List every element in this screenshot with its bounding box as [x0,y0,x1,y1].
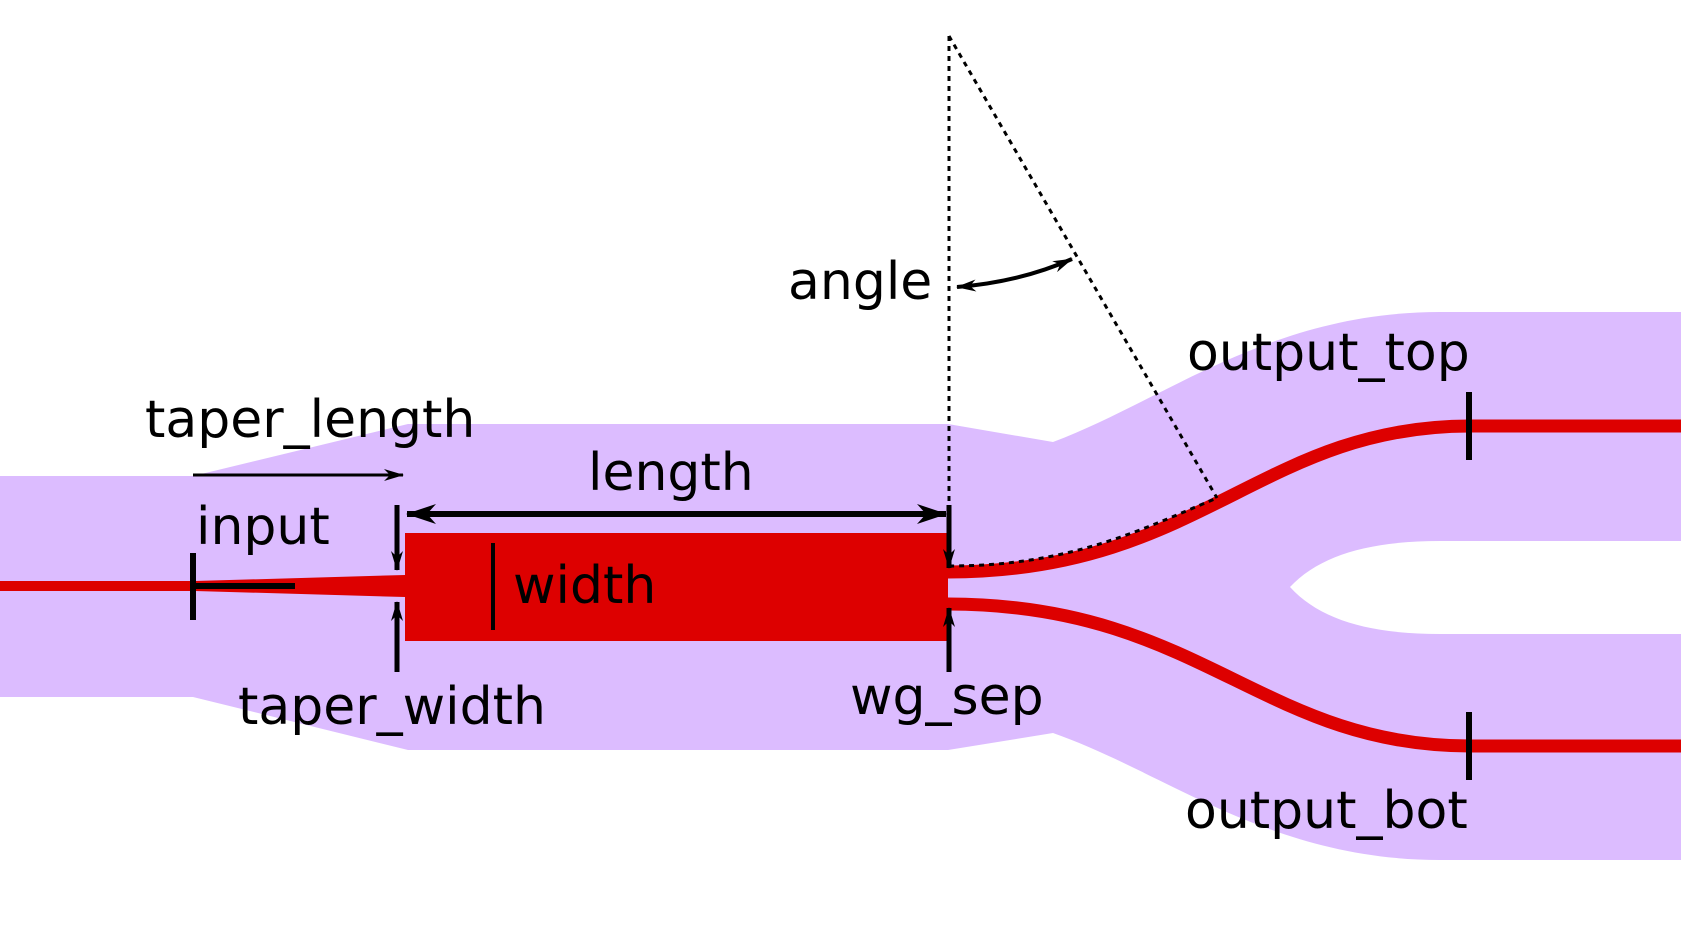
labels: taper_length input length width taper_wi… [145,252,1470,841]
input-taper [195,575,405,597]
mmi-body [405,533,948,641]
output-top-bend [947,419,1681,579]
output-bot-bend [947,597,1681,753]
angle-label: angle [788,252,932,312]
annotations [190,35,1472,780]
angle-arc-arrow [956,257,1073,292]
output-bot-label: output_bot [1185,781,1468,841]
input-label: input [196,497,330,557]
input-waveguide [0,581,195,591]
output-top-label: output_top [1187,323,1470,383]
length-label: length [588,443,754,503]
wg-sep-label: wg_sep [850,667,1044,727]
width-label: width [513,556,656,616]
core-waveguides [0,419,1681,753]
taper-width-label: taper_width [238,677,546,737]
taper-length-label: taper_length [145,390,475,450]
angle-bend-dotted [948,496,1218,568]
angle-hypotenuse-dotted [947,35,1219,499]
